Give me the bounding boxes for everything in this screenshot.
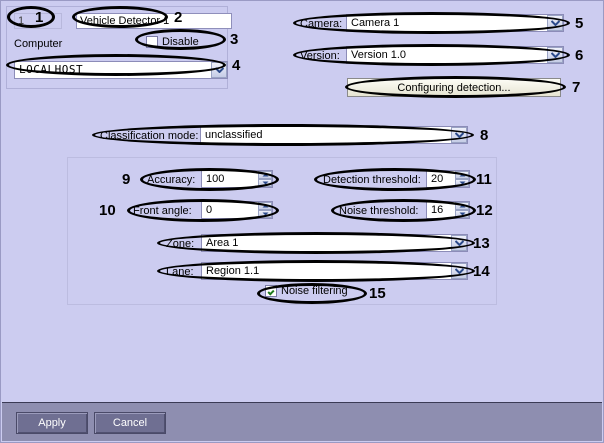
noise-threshold-value[interactable]: 16	[431, 204, 444, 216]
annotation-number-15: 15	[369, 285, 386, 302]
front-angle-spinner[interactable]: 0	[201, 201, 273, 219]
version-combobox[interactable]: Version 1.0	[346, 46, 564, 64]
stepper-down-icon[interactable]	[258, 210, 272, 218]
classification-mode-combobox[interactable]: unclassified	[200, 126, 468, 144]
dialog-footer: Apply Cancel	[2, 402, 602, 441]
apply-button[interactable]: Apply	[16, 412, 88, 434]
camera-label: Camera:	[300, 18, 343, 30]
annotation-number-6: 6	[575, 47, 584, 64]
stepper-up-icon[interactable]	[258, 202, 272, 210]
dialog-body: 1 Vehicle Detector 1 Computer Disable LO…	[2, 2, 602, 404]
noise-filtering-checkbox-group[interactable]: Noise filtering	[265, 285, 348, 297]
stepper-down-icon[interactable]	[258, 179, 272, 187]
configuring-detection-button[interactable]: Configuring detection...	[347, 78, 561, 97]
accuracy-stepper[interactable]	[258, 171, 272, 187]
chevron-down-icon[interactable]	[451, 263, 467, 279]
chevron-down-icon[interactable]	[547, 47, 563, 63]
lane-combobox[interactable]: Region 1.1	[201, 262, 468, 280]
stepper-up-icon[interactable]	[455, 202, 469, 210]
lane-label: Lane:	[166, 266, 194, 278]
disable-label: Disable	[162, 36, 199, 48]
annotation-number-1: 1	[35, 9, 44, 26]
chevron-down-icon[interactable]	[451, 235, 467, 251]
zone-label: Zone:	[166, 238, 195, 250]
front-angle-value[interactable]: 0	[206, 204, 213, 216]
annotation-number-2: 2	[174, 9, 183, 26]
annotation-number-11: 11	[476, 171, 492, 188]
front-angle-label: Front angle:	[133, 205, 192, 217]
stepper-up-icon[interactable]	[258, 171, 272, 179]
noise-threshold-spinner[interactable]: 16	[426, 201, 470, 219]
chevron-down-icon[interactable]	[451, 127, 467, 143]
computer-label: Computer	[14, 38, 63, 50]
detection-parameters-group	[67, 157, 497, 305]
stepper-up-icon[interactable]	[455, 171, 469, 179]
version-label: Version:	[300, 50, 340, 62]
annotation-number-10: 10	[99, 202, 116, 219]
annotation-number-9: 9	[122, 171, 131, 188]
camera-combobox[interactable]: Camera 1	[346, 14, 564, 32]
detection-threshold-spinner[interactable]: 20	[426, 170, 470, 188]
camera-value: Camera 1	[351, 17, 400, 29]
computer-host-value: LOCALHOST	[19, 63, 84, 76]
computer-host-combobox[interactable]: LOCALHOST	[14, 61, 228, 79]
chevron-down-icon[interactable]	[211, 62, 227, 78]
stepper-down-icon[interactable]	[455, 179, 469, 187]
noise-filtering-checkbox[interactable]	[265, 285, 277, 297]
classification-mode-label: Classification mode:	[100, 130, 199, 142]
stepper-down-icon[interactable]	[455, 210, 469, 218]
accuracy-label: Accuracy:	[147, 174, 196, 186]
detection-threshold-stepper[interactable]	[455, 171, 469, 187]
version-value: Version 1.0	[351, 49, 407, 61]
disable-checkbox[interactable]	[146, 36, 158, 48]
accuracy-spinner[interactable]: 100	[201, 170, 273, 188]
detector-name-field[interactable]: Vehicle Detector 1	[76, 13, 232, 29]
chevron-down-icon[interactable]	[547, 15, 563, 31]
accuracy-value[interactable]: 100	[206, 173, 225, 185]
lane-value: Region 1.1	[206, 265, 260, 277]
annotation-number-5: 5	[575, 15, 584, 32]
annotation-number-14: 14	[473, 263, 490, 280]
noise-threshold-stepper[interactable]	[455, 202, 469, 218]
zone-value: Area 1	[206, 237, 239, 249]
annotation-number-13: 13	[473, 235, 490, 252]
noise-filtering-label: Noise filtering	[281, 285, 348, 297]
noise-threshold-label: Noise threshold:	[339, 205, 419, 217]
annotation-number-7: 7	[572, 79, 581, 96]
classification-mode-value: unclassified	[205, 129, 263, 141]
annotation-number-12: 12	[476, 202, 493, 219]
annotation-number-3: 3	[230, 31, 239, 48]
detection-threshold-label: Detection threshold:	[323, 174, 421, 186]
annotation-number-8: 8	[480, 127, 489, 144]
disable-checkbox-group[interactable]: Disable	[146, 36, 199, 48]
zone-combobox[interactable]: Area 1	[201, 234, 468, 252]
cancel-button[interactable]: Cancel	[94, 412, 166, 434]
detection-threshold-value[interactable]: 20	[431, 173, 444, 185]
front-angle-stepper[interactable]	[258, 202, 272, 218]
annotation-number-4: 4	[232, 57, 241, 74]
